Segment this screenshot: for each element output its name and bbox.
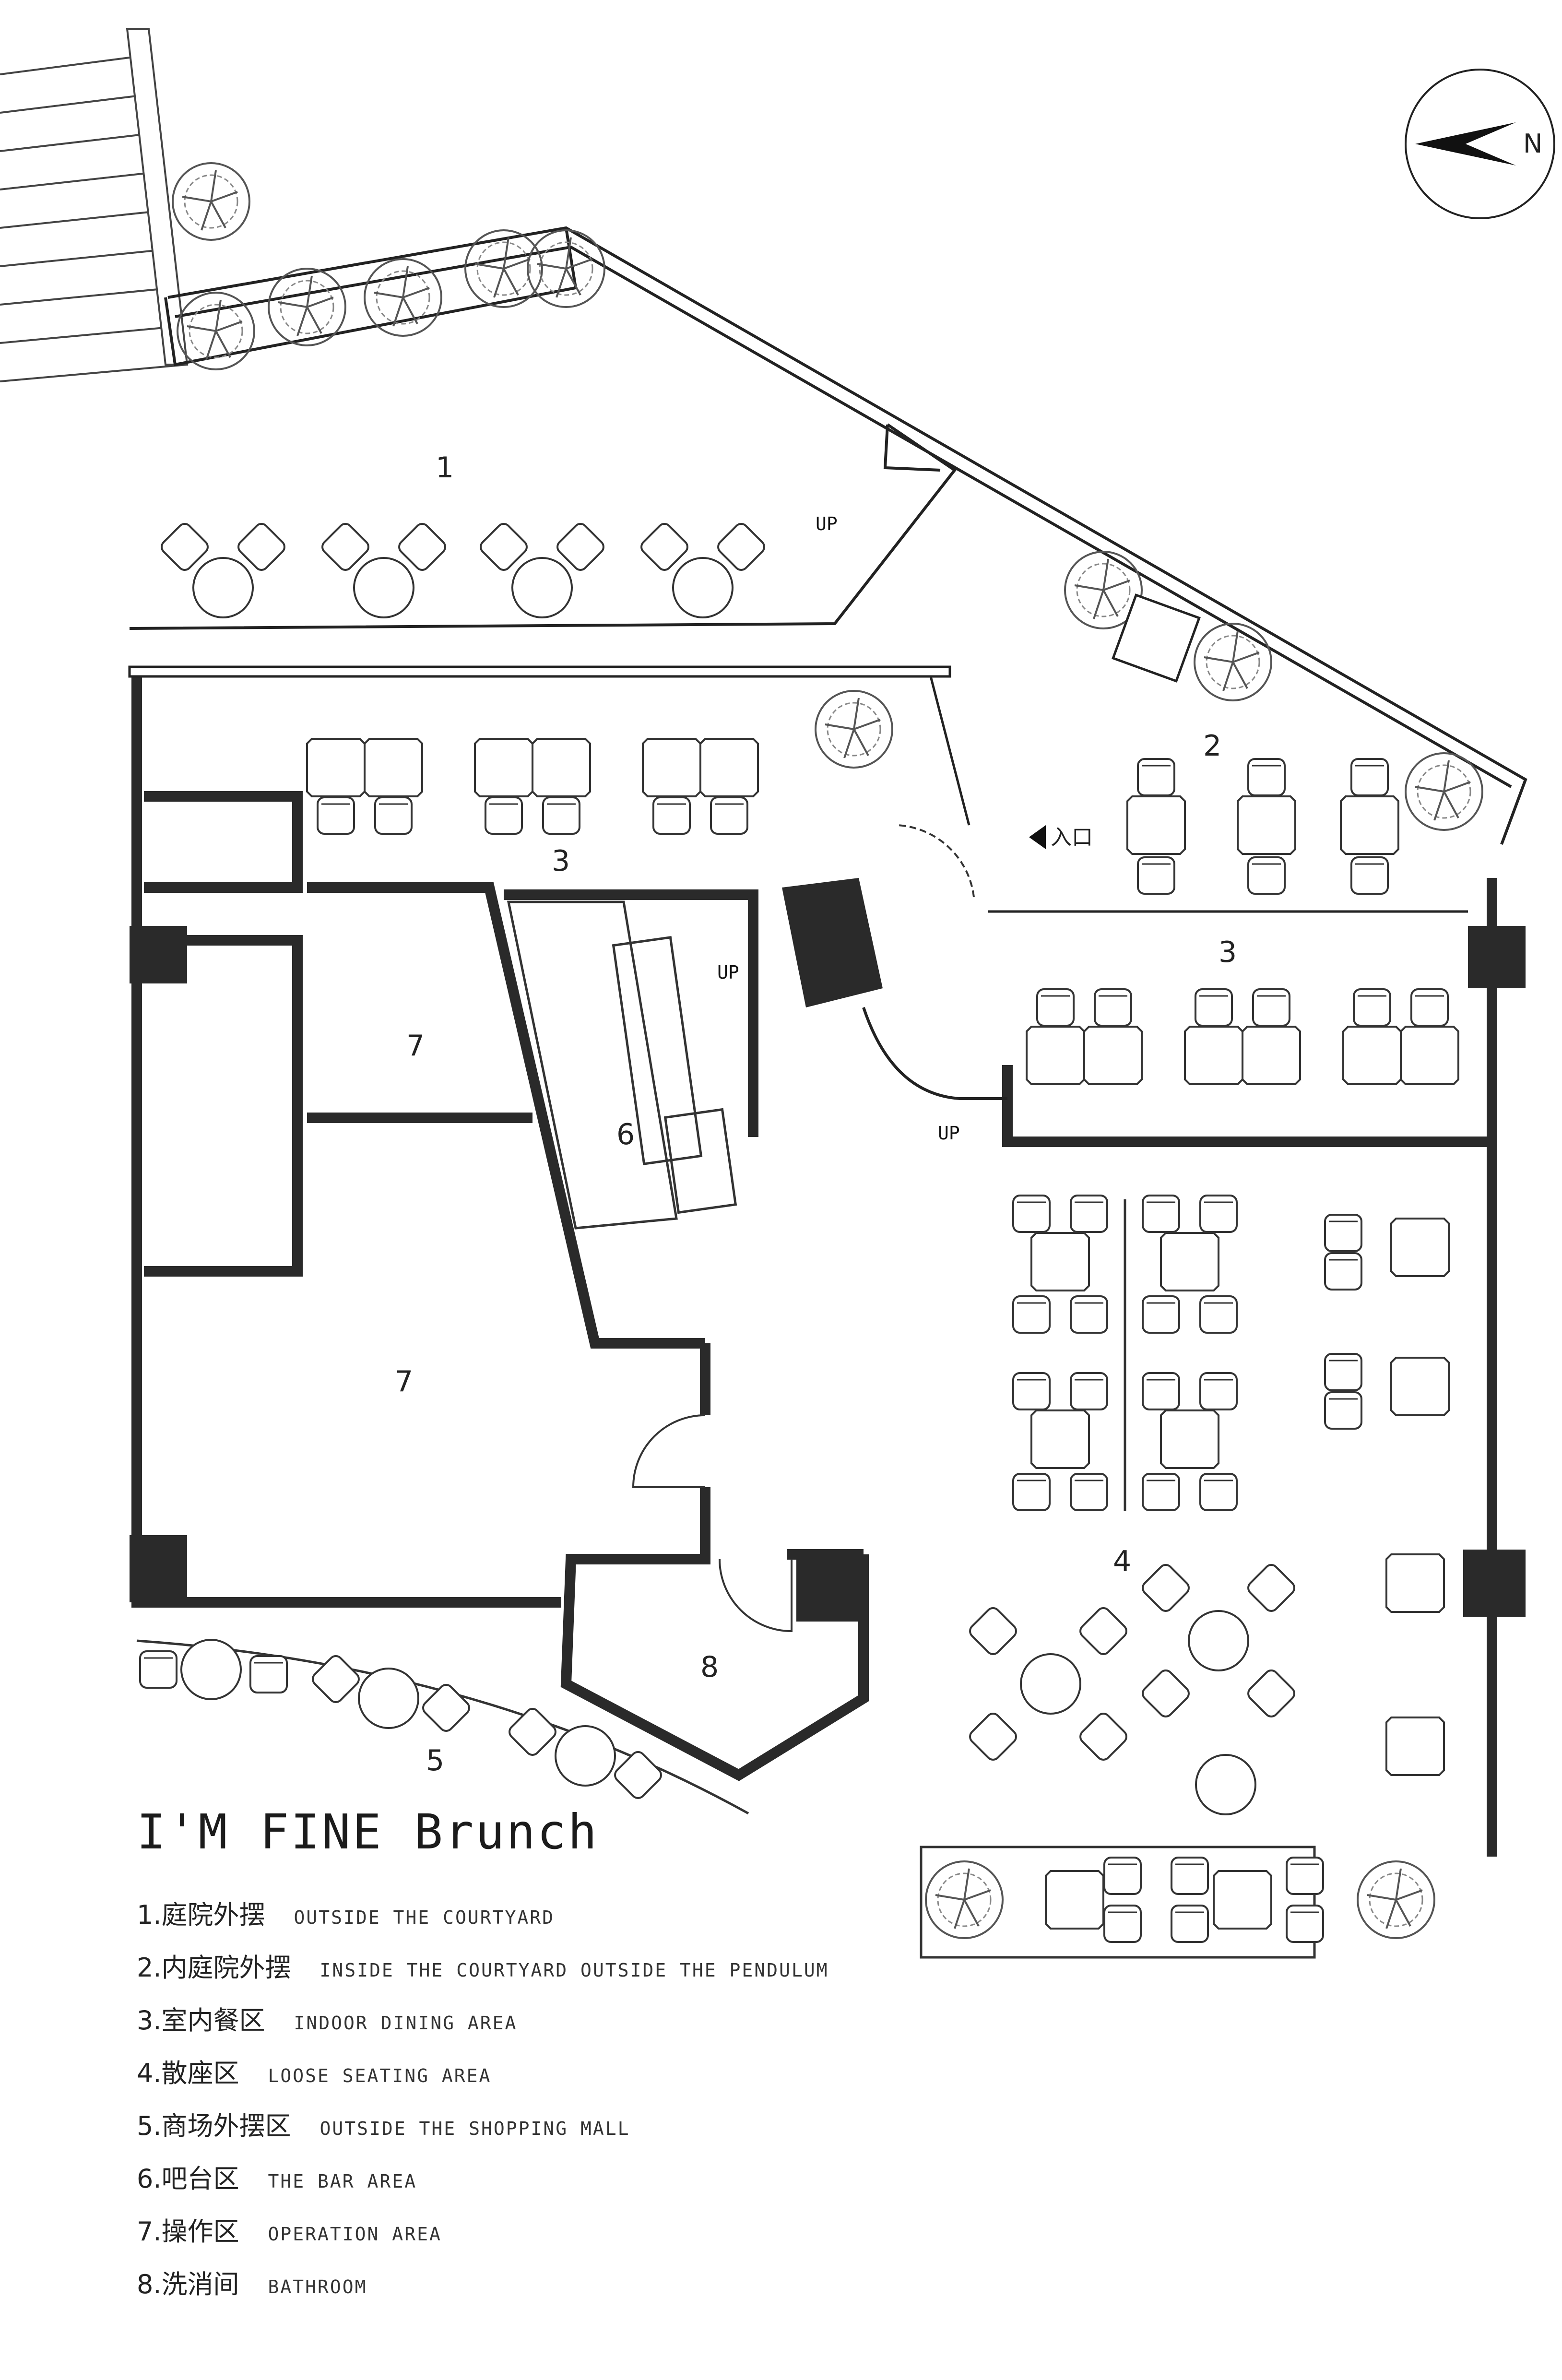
glazing (128, 665, 1468, 913)
stair-label-2: UP (717, 962, 739, 983)
perimeter-wall-top (129, 226, 1527, 845)
compass-north-label: N (1523, 129, 1542, 159)
legend-item-zh: 7.操作区 (137, 2216, 239, 2247)
area-number-6: 6 (616, 1118, 635, 1151)
entrance-arrow-icon (1029, 825, 1046, 849)
project-title: I'M FINE Brunch (137, 1804, 599, 1860)
area-number-3-top: 3 (552, 844, 570, 878)
area-numbers: 1 2 3 3 4 5 6 7 7 8 (395, 451, 1237, 1777)
legend-item-zh: 6.吧台区 (137, 2164, 239, 2194)
area-number-1: 1 (436, 451, 454, 485)
legend-item-en: LOOSE SEATING AREA (268, 2065, 492, 2086)
legend-item: 3.室内餐区 INDOOR DINING AREA (137, 1999, 1384, 2052)
legend-item: 8.洗消间 BATHROOM (137, 2263, 1384, 2316)
legend-item-en: INDOOR DINING AREA (294, 2013, 518, 2034)
compass: N (1405, 69, 1555, 219)
legend-item: 6.吧台区 THE BAR AREA (137, 2157, 1384, 2210)
legend-item-en: OUTSIDE THE SHOPPING MALL (320, 2118, 630, 2139)
legend-item-zh: 3.室内餐区 (137, 2005, 265, 2036)
area-5-seating (136, 1639, 749, 1815)
legend-item: 2.内庭院外摆 INSIDE THE COURTYARD OUTSIDE THE… (137, 1946, 1384, 1999)
legend: I'M FINE Brunch 1.庭院外摆 OUTSIDE THE COURT… (137, 1804, 1384, 2316)
area-2-seating (1112, 593, 1399, 895)
area-4-seating (966, 1195, 1450, 1815)
ramp (862, 1007, 1007, 1100)
bottom-booth (920, 1846, 1435, 1959)
area-number-7-main: 7 (395, 1365, 413, 1398)
legend-item-zh: 4.散座区 (137, 2058, 239, 2088)
area-number-5: 5 (426, 1744, 444, 1777)
legend-item-en: INSIDE THE COURTYARD OUTSIDE THE PENDULU… (320, 1960, 829, 1981)
area-3-seating-right (1026, 988, 1459, 1085)
entrance-label: 入口 (1051, 825, 1093, 850)
area-number-7-top: 7 (406, 1029, 425, 1063)
structural-columns (130, 878, 1526, 1622)
stair-label-1: UP (816, 513, 838, 534)
legend-item: 5.商场外摆区 OUTSIDE THE SHOPPING MALL (137, 2105, 1384, 2157)
legend-item-zh: 5.商场外摆区 (137, 2111, 291, 2141)
legend-item-zh: 8.洗消间 (137, 2269, 239, 2299)
legend-item: 7.操作区 OPERATION AREA (137, 2210, 1384, 2263)
plan-annotations: 入口 UP UP UP (717, 513, 1093, 1144)
exterior-steps (0, 28, 189, 382)
door-swings (632, 824, 975, 1633)
area-6-bar (507, 900, 737, 1230)
stair-label-3: UP (938, 1123, 960, 1144)
legend-item-zh: 1.庭院外摆 (137, 1900, 265, 1930)
legend-item: 4.散座区 LOOSE SEATING AREA (137, 2052, 1384, 2105)
legend-item-zh: 2.内庭院外摆 (137, 1953, 291, 1983)
area-number-8: 8 (700, 1650, 719, 1684)
legend-item-en: BATHROOM (268, 2276, 367, 2297)
legend-item-en: OPERATION AREA (268, 2224, 442, 2245)
area-1-seating (158, 520, 768, 618)
area-number-4: 4 (1113, 1545, 1131, 1578)
area-number-3-right: 3 (1219, 935, 1237, 969)
area-number-2: 2 (1203, 729, 1221, 763)
legend-item-en: OUTSIDE THE COURTYARD (294, 1907, 555, 1928)
legend-item-en: THE BAR AREA (268, 2171, 417, 2192)
area-3-seating-top (306, 738, 759, 835)
legend-item: 1.庭院外摆 OUTSIDE THE COURTYARD (137, 1894, 1384, 1946)
